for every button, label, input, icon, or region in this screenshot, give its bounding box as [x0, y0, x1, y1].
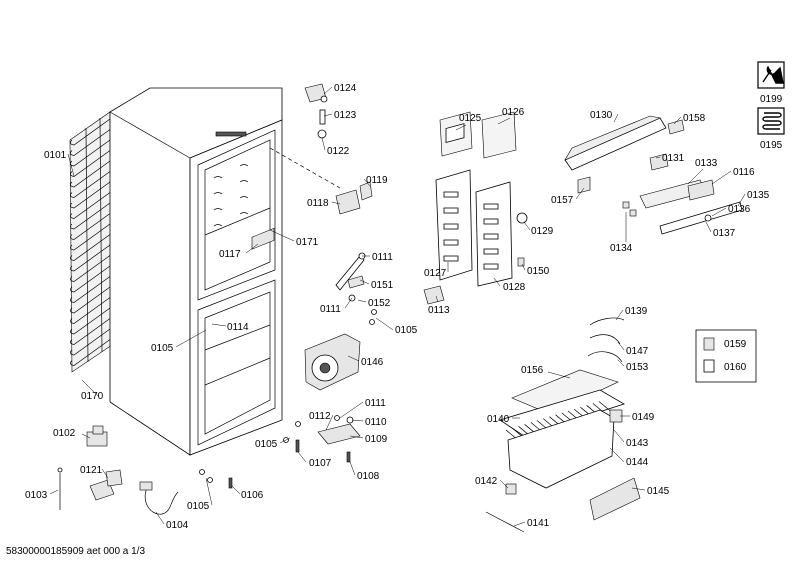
label-0147: 0147 [626, 346, 649, 357]
label-0126: 0126 [502, 107, 525, 118]
label-0134: 0134 [610, 243, 633, 254]
label-0105-b: 0105 [395, 325, 418, 336]
part-labels: 0101 0102 0103 0104 0105 0105 0105 0105 … [25, 83, 783, 531]
label-0108: 0108 [357, 471, 380, 482]
label-0171: 0171 [296, 237, 319, 248]
label-0144: 0144 [626, 457, 649, 468]
label-0106: 0106 [241, 490, 264, 501]
label-0140: 0140 [487, 414, 510, 425]
label-0125: 0125 [459, 113, 482, 124]
label-0145: 0145 [647, 486, 670, 497]
label-0104: 0104 [166, 520, 189, 531]
label-0111-a: 0111 [372, 252, 393, 263]
label-0128: 0128 [503, 282, 526, 293]
label-0135: 0135 [747, 190, 770, 201]
label-0129: 0129 [531, 226, 554, 237]
label-0199: 0199 [760, 94, 783, 105]
label-0136: 0136 [728, 204, 751, 215]
lower-left-parts [57, 425, 233, 515]
bottom-bracket-parts [283, 415, 361, 463]
label-0153: 0153 [626, 362, 649, 373]
label-0150: 0150 [527, 266, 550, 277]
drawing-number: 58300000185909 aet 000 a 1/3 [6, 546, 146, 557]
label-0113: 0113 [428, 305, 450, 316]
label-0110: 0110 [365, 417, 387, 428]
label-0141: 0141 [527, 518, 550, 529]
tool-icon [757, 61, 785, 89]
label-0160: 0160 [724, 362, 747, 373]
label-0112: 0112 [309, 411, 331, 422]
label-0146: 0146 [361, 357, 384, 368]
coil-icon [757, 107, 785, 135]
label-0158: 0158 [683, 113, 706, 124]
label-0101: 0101 [44, 150, 67, 161]
label-0195: 0195 [760, 140, 783, 151]
label-0131: 0131 [662, 153, 685, 164]
label-0139: 0139 [625, 306, 648, 317]
label-0119: 0119 [366, 175, 388, 186]
label-0143: 0143 [626, 438, 649, 449]
label-0130: 0130 [590, 110, 613, 121]
label-0116: 0116 [733, 167, 755, 178]
label-0114: 0114 [227, 322, 249, 333]
control-module [564, 115, 743, 235]
label-0133: 0133 [695, 158, 718, 169]
label-0124: 0124 [334, 83, 357, 94]
label-0105-a: 0105 [151, 343, 174, 354]
condenser-coil [69, 111, 113, 373]
label-0105-c: 0105 [255, 439, 278, 450]
label-0123: 0123 [334, 110, 357, 121]
label-0122: 0122 [327, 146, 350, 157]
label-0111-c: 0111 [365, 398, 386, 409]
hinge-parts [304, 83, 328, 139]
label-0170: 0170 [81, 391, 104, 402]
label-0109: 0109 [365, 434, 388, 445]
evaporator-assembly [485, 317, 641, 533]
label-0118: 0118 [307, 198, 329, 209]
label-0107: 0107 [309, 458, 332, 469]
label-0151: 0151 [371, 280, 394, 291]
label-0117: 0117 [219, 249, 241, 260]
cabinet-drawing [69, 87, 341, 456]
kit-box [695, 329, 757, 383]
label-0156: 0156 [521, 365, 544, 376]
label-0111-b: 0111 [320, 304, 341, 315]
label-0157: 0157 [551, 195, 574, 206]
label-0127: 0127 [424, 268, 447, 279]
label-0121: 0121 [80, 465, 103, 476]
fan-assembly [304, 333, 361, 391]
label-0142: 0142 [475, 476, 498, 487]
label-0105-d: 0105 [187, 501, 210, 512]
label-0103: 0103 [25, 490, 48, 501]
leader-lines [49, 86, 746, 527]
label-0159: 0159 [724, 339, 747, 350]
label-0152: 0152 [368, 298, 391, 309]
label-0137: 0137 [713, 228, 736, 239]
label-0102: 0102 [53, 428, 76, 439]
label-0149: 0149 [632, 412, 655, 423]
light-parts [335, 181, 373, 215]
